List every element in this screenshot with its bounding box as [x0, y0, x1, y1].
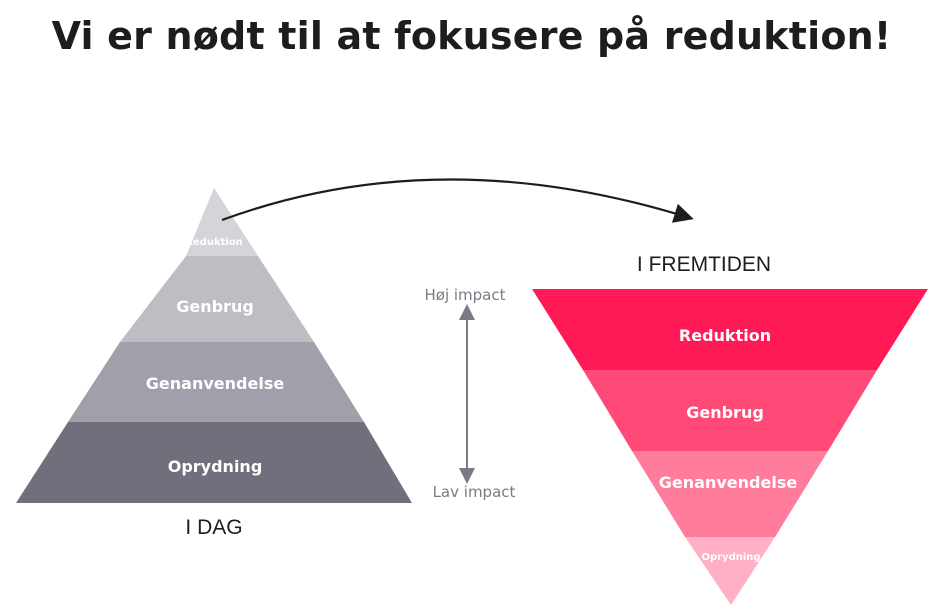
- impact-high-label: Høj impact: [424, 286, 505, 304]
- pyramid-future: I FREMTIDEN Reduktion Genbrug Genanvende…: [532, 253, 928, 605]
- today-tier-reduktion: [186, 188, 258, 256]
- transition-arrow: [221, 178, 694, 223]
- future-tier-genanvendelse: [632, 451, 828, 537]
- future-label-genbrug: Genbrug: [686, 403, 764, 422]
- future-label-reduktion: Reduktion: [679, 326, 771, 345]
- future-tier-genbrug: [583, 370, 877, 451]
- future-label-genanvendelse: Genanvendelse: [659, 473, 798, 492]
- page-title: Vi er nødt til at fokusere på reduktion!: [51, 14, 892, 58]
- pyramid-today: Reduktion Genbrug Genanvendelse Oprydnin…: [16, 188, 412, 539]
- today-tier-genbrug: [120, 256, 314, 342]
- today-label-oprydning: Oprydning: [168, 457, 263, 476]
- today-label-genanvendelse: Genanvendelse: [146, 374, 285, 393]
- impact-scale: Høj impact Lav impact: [424, 286, 515, 501]
- impact-low-label: Lav impact: [433, 483, 516, 501]
- today-caption: I DAG: [185, 516, 242, 539]
- future-tier-reduktion: [532, 289, 928, 370]
- future-tier-oprydning: [685, 537, 775, 605]
- today-tier-oprydning: [16, 422, 412, 503]
- future-caption: I FREMTIDEN: [637, 253, 771, 276]
- future-label-oprydning: Oprydning: [701, 552, 760, 563]
- today-tier-genanvendelse: [68, 342, 364, 422]
- today-label-genbrug: Genbrug: [176, 297, 254, 316]
- today-label-reduktion: Reduktion: [185, 237, 243, 248]
